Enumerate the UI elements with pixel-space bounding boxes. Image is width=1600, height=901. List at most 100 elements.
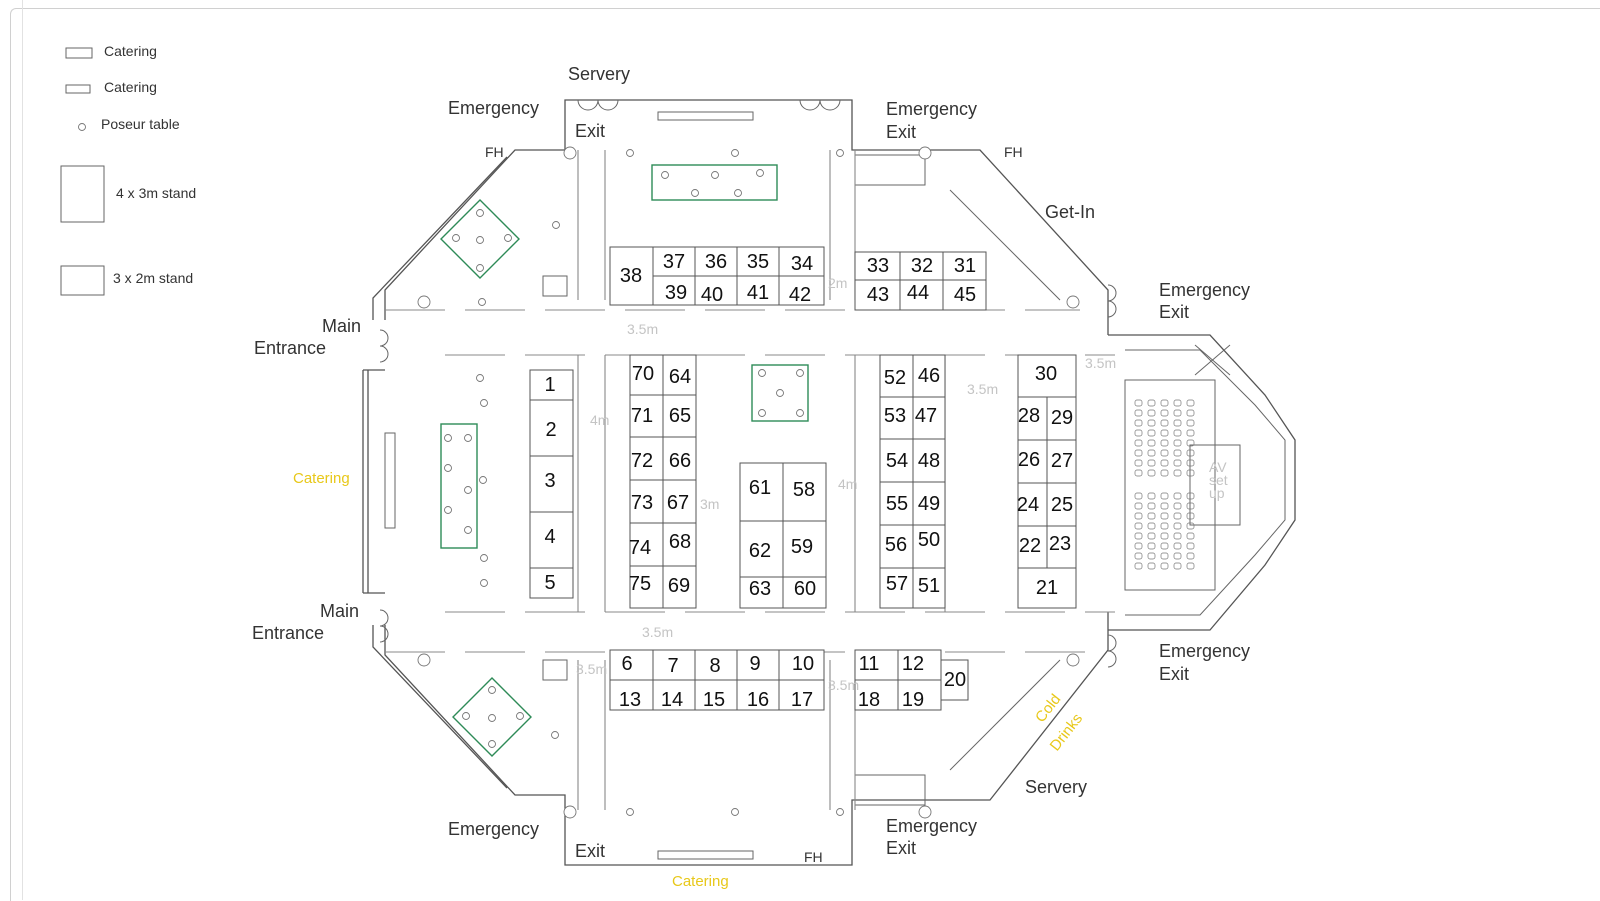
- stand-40[interactable]: [694, 275, 738, 306]
- stand-12-label: 12: [902, 653, 924, 675]
- stand-19[interactable]: [897, 679, 942, 711]
- stand-8[interactable]: [694, 649, 738, 681]
- stand-61[interactable]: [739, 462, 784, 522]
- stand-24[interactable]: [1017, 482, 1048, 527]
- stand-7-label: 7: [667, 655, 678, 677]
- stand-39[interactable]: [652, 275, 696, 306]
- emergency-top-right: Emergency: [886, 99, 977, 119]
- stand-23[interactable]: [1046, 525, 1077, 569]
- poseur-table-icon: [417, 653, 431, 667]
- stand-13[interactable]: [609, 679, 654, 711]
- stand-31[interactable]: [942, 251, 987, 281]
- stand-11[interactable]: [854, 649, 899, 681]
- stand-3[interactable]: [529, 455, 574, 513]
- poseur-table-icon: [691, 189, 699, 197]
- stand-58[interactable]: [782, 462, 827, 522]
- stand-74[interactable]: [629, 522, 664, 567]
- poseur-zone-top: [651, 164, 778, 201]
- stand-64[interactable]: [662, 354, 697, 396]
- stand-30[interactable]: [1017, 354, 1077, 398]
- audience-seat: [1186, 399, 1195, 407]
- emergency-bottom-right: Emergency: [886, 816, 977, 836]
- dim-4m-right: 4m: [838, 476, 857, 492]
- stand-1[interactable]: [529, 369, 574, 401]
- audience-seat: [1186, 552, 1195, 560]
- audience-seat: [1160, 512, 1169, 520]
- stand-42-label: 42: [789, 284, 811, 306]
- poseur-table-icon: [464, 434, 472, 442]
- stand-62[interactable]: [739, 520, 784, 578]
- stand-36-label: 36: [705, 251, 727, 273]
- poseur-zones: [440, 164, 809, 757]
- fh-top-left: FH: [485, 144, 504, 160]
- stand-73-label: 73: [631, 492, 653, 514]
- stand-35[interactable]: [736, 246, 780, 277]
- stand-28[interactable]: [1017, 396, 1048, 441]
- audience-seat: [1147, 419, 1156, 427]
- audience-seat: [1134, 562, 1143, 570]
- av-setup-box: [1189, 444, 1241, 526]
- stand-45[interactable]: [942, 279, 987, 311]
- stand-55[interactable]: [879, 481, 914, 526]
- stand-14[interactable]: [652, 679, 696, 711]
- stand-42[interactable]: [778, 275, 825, 306]
- stand-27[interactable]: [1046, 439, 1077, 484]
- legend: Catering Catering Poseur table 4 x 3m st…: [60, 43, 196, 296]
- stand-54[interactable]: [879, 438, 914, 483]
- poseur-table-icon: [488, 740, 496, 748]
- poseur-table-icon: [661, 171, 669, 179]
- stand-34[interactable]: [778, 246, 825, 277]
- stand-29[interactable]: [1046, 396, 1077, 441]
- stand-46[interactable]: [912, 354, 946, 398]
- stand-41[interactable]: [736, 275, 780, 306]
- audience-seat: [1160, 469, 1169, 477]
- stand-38[interactable]: [609, 246, 654, 306]
- poseur-table-icon: [1066, 295, 1080, 309]
- fh-top-right: FH: [1004, 144, 1023, 160]
- stand-44[interactable]: [899, 279, 944, 311]
- stand-63[interactable]: [739, 576, 784, 609]
- stand-49[interactable]: [912, 481, 946, 526]
- stand-68[interactable]: [662, 522, 697, 567]
- stand-18[interactable]: [854, 679, 899, 711]
- audience-seat: [1147, 399, 1156, 407]
- dim-4m-left: 4m: [590, 412, 609, 428]
- stand-69[interactable]: [662, 565, 697, 609]
- stand-47[interactable]: [912, 396, 946, 440]
- poseur-table-icon: [758, 409, 766, 417]
- stand-17[interactable]: [778, 679, 825, 711]
- dim-aisle-bottom-mid: 3.5m: [828, 677, 859, 693]
- stand-3x2-icon: [60, 265, 105, 296]
- audience-seat: [1173, 399, 1182, 407]
- stand-15[interactable]: [694, 679, 738, 711]
- stand-56[interactable]: [879, 524, 914, 569]
- stand-4[interactable]: [529, 511, 574, 569]
- stand-66-label: 66: [669, 450, 691, 472]
- stand-22[interactable]: [1017, 525, 1048, 569]
- dim-aisle-bottom: 3.5m: [642, 624, 673, 640]
- stand-53[interactable]: [879, 396, 914, 440]
- audience-seat: [1134, 512, 1143, 520]
- aisle-lines: [385, 150, 1115, 810]
- stand-48[interactable]: [912, 438, 946, 483]
- stand-8-label: 8: [709, 655, 720, 677]
- stand-20[interactable]: [940, 659, 969, 701]
- stand-51[interactable]: [912, 567, 946, 609]
- stand-5[interactable]: [529, 567, 574, 599]
- stand-65[interactable]: [662, 394, 697, 438]
- stand-33[interactable]: [854, 251, 901, 281]
- stand-66[interactable]: [662, 436, 697, 481]
- stand-6[interactable]: [609, 649, 654, 681]
- stand-9[interactable]: [736, 649, 780, 681]
- stand-60[interactable]: [782, 576, 827, 609]
- stand-26-label: 26: [1018, 449, 1040, 471]
- audience-seat: [1147, 459, 1156, 467]
- stand-21[interactable]: [1017, 567, 1077, 609]
- stand-16[interactable]: [736, 679, 780, 711]
- main-entrance-top-1: Main: [322, 316, 361, 336]
- stand-25[interactable]: [1046, 482, 1077, 527]
- stand-43-label: 43: [867, 284, 889, 306]
- stand-59[interactable]: [782, 520, 827, 578]
- audience-seat: [1173, 419, 1182, 427]
- stand-72[interactable]: [629, 436, 664, 481]
